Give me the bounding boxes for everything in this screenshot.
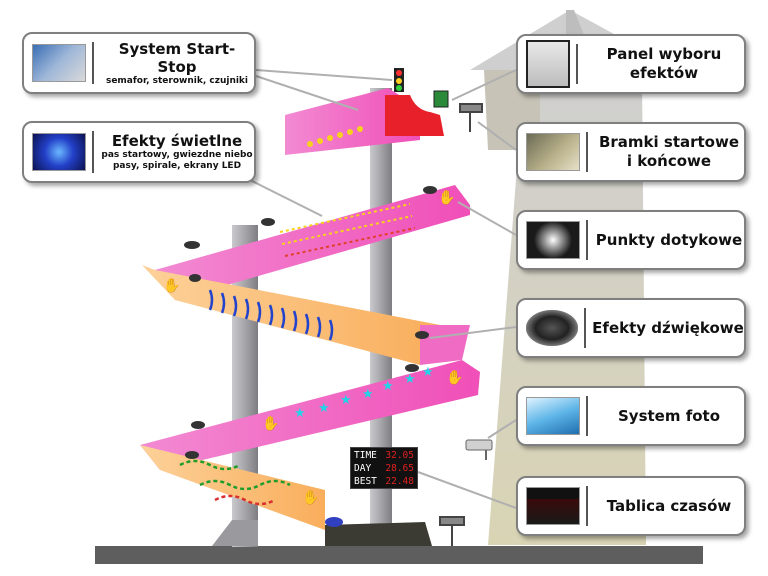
end-gate bbox=[439, 516, 465, 546]
scoreboard-value: 28.65 bbox=[385, 463, 414, 474]
callout-sound-effects: Efekty dźwiękowe bbox=[516, 298, 746, 358]
callout-photo-system: System foto bbox=[516, 386, 746, 446]
callout-subtitle: semafor, sterownik, czujniki bbox=[105, 75, 249, 86]
turnstile-gate-icon bbox=[526, 133, 580, 171]
callout-title: Punkty dotykowe bbox=[595, 230, 743, 249]
photo-icon bbox=[526, 397, 580, 435]
svg-text:★: ★ bbox=[422, 365, 434, 380]
light-spiral-icon bbox=[32, 133, 86, 171]
touch-point-hands: ✋ ✋ ✋ ✋ ✋ bbox=[163, 189, 463, 506]
callout-title: Panel wyboru efektów bbox=[606, 45, 722, 82]
svg-text:★: ★ bbox=[340, 393, 352, 408]
callout-divider bbox=[92, 131, 94, 173]
callout-start-stop: System Start-Stop semafor, sterownik, cz… bbox=[22, 32, 256, 94]
cyan-stars: ★ ★ ★ ★ ★ ★ ★ bbox=[294, 365, 434, 421]
callout-text: Bramki startowe i końcowe bbox=[594, 133, 744, 171]
svg-text:✋: ✋ bbox=[446, 369, 463, 386]
callout-time-board: Tablica czasów bbox=[516, 476, 746, 536]
callout-subtitle: pas startowy, gwiezdne niebo pasy, spira… bbox=[101, 150, 253, 171]
svg-text:★: ★ bbox=[294, 406, 306, 421]
callout-divider bbox=[586, 220, 588, 260]
start-booth bbox=[385, 68, 444, 136]
svg-text:✋: ✋ bbox=[262, 415, 279, 432]
callout-divider bbox=[586, 396, 588, 436]
landing-platform bbox=[325, 517, 432, 546]
callout-title: Efekty świetlne bbox=[111, 132, 243, 150]
callout-text: System Start-Stop semafor, sterownik, cz… bbox=[100, 40, 254, 87]
callout-text: Tablica czasów bbox=[594, 497, 744, 516]
scoreboard-row-best: BEST 22.48 bbox=[354, 475, 414, 488]
callout-text: Punkty dotykowe bbox=[594, 231, 744, 250]
selection-panel-icon bbox=[526, 40, 570, 88]
callout-text: Panel wyboru efektów bbox=[584, 45, 744, 83]
svg-text:★: ★ bbox=[318, 401, 330, 416]
scoreboard-label: BEST bbox=[354, 476, 377, 487]
svg-text:✋: ✋ bbox=[302, 489, 319, 506]
callout-divider bbox=[584, 308, 586, 348]
svg-text:★: ★ bbox=[382, 379, 394, 394]
svg-text:★: ★ bbox=[404, 372, 416, 387]
scoreboard-row-time: TIME 32.05 bbox=[354, 449, 414, 462]
callout-divider bbox=[92, 42, 94, 84]
callout-divider bbox=[586, 486, 588, 526]
touch-point-icon bbox=[526, 221, 580, 259]
callout-title: System foto bbox=[617, 406, 720, 425]
photo-camera bbox=[465, 439, 493, 460]
yellow-light-dots bbox=[307, 126, 363, 147]
floor-base bbox=[95, 546, 703, 564]
scoreboard-row-day: DAY 28.65 bbox=[354, 462, 414, 475]
slide-join-pink bbox=[420, 325, 470, 365]
speaker-icon bbox=[526, 310, 578, 346]
callout-title: Tablica czasów bbox=[606, 496, 732, 515]
slide-segment-3 bbox=[142, 265, 440, 365]
callout-divider bbox=[586, 132, 588, 172]
callout-arrows bbox=[241, 69, 517, 509]
scoreboard-value: 32.05 bbox=[385, 450, 414, 461]
scoreboard: TIME 32.05 DAY 28.65 BEST 22.48 bbox=[350, 447, 418, 489]
callout-title: Efekty dźwiękowe bbox=[592, 318, 744, 337]
callout-selection-panel: Panel wyboru efektów bbox=[516, 34, 746, 94]
blue-stripes bbox=[208, 289, 334, 341]
callout-text: System foto bbox=[594, 407, 744, 426]
scoreboard-label: TIME bbox=[354, 450, 377, 461]
svg-text:✋: ✋ bbox=[163, 277, 180, 294]
callout-touch-points: Punkty dotykowe bbox=[516, 210, 746, 270]
slide-sensors bbox=[184, 186, 437, 459]
callout-divider bbox=[576, 44, 578, 84]
start-gate bbox=[459, 103, 483, 132]
callout-text: Efekty dźwiękowe bbox=[592, 319, 744, 338]
controller-box-icon bbox=[32, 44, 86, 82]
light-strip-lines bbox=[279, 203, 416, 257]
slide-segment-4 bbox=[140, 360, 480, 470]
callout-text: Efekty świetlne pas startowy, gwiezdne n… bbox=[100, 132, 254, 172]
time-board-icon bbox=[526, 487, 580, 525]
callout-light-effects: Efekty świetlne pas startowy, gwiezdne n… bbox=[22, 121, 256, 183]
svg-text:✋: ✋ bbox=[438, 189, 455, 206]
slide-segment-5 bbox=[140, 445, 325, 530]
green-wave-lights bbox=[179, 459, 291, 506]
callout-title: Bramki startowe i końcowe bbox=[598, 133, 740, 170]
callout-title: System Start-Stop bbox=[118, 39, 236, 76]
scoreboard-label: DAY bbox=[354, 463, 372, 474]
scoreboard-value: 22.48 bbox=[385, 476, 414, 487]
mini-selection-panel bbox=[433, 90, 449, 108]
svg-text:★: ★ bbox=[362, 387, 374, 402]
callout-gates: Bramki startowe i końcowe bbox=[516, 122, 746, 182]
slide-segment-2 bbox=[155, 185, 470, 300]
